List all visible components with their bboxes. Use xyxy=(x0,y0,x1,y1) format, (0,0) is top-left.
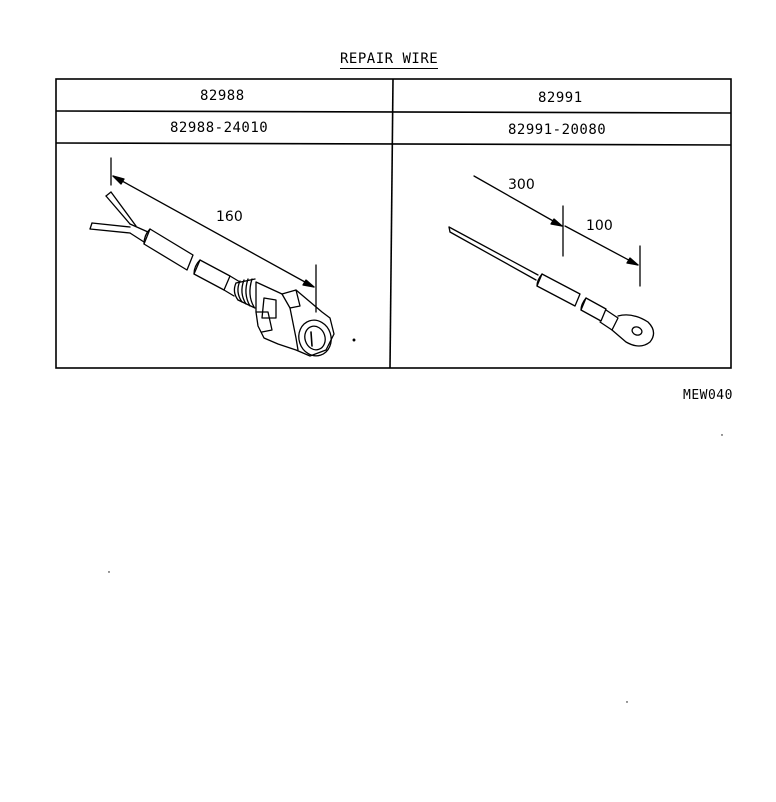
right-part-number: 82991 xyxy=(538,90,583,106)
dimension-300-label: 300 xyxy=(508,177,535,193)
diagram-title: REPAIR WIRE xyxy=(340,51,439,69)
table-frame xyxy=(55,78,732,369)
left-sub-part-number: 82988-24010 xyxy=(170,120,269,136)
dimension-160-label: 160 xyxy=(216,209,243,225)
connector-wire-illustration xyxy=(89,157,356,357)
ring-terminal-wire-illustration xyxy=(448,175,655,347)
reference-code: MEW040 xyxy=(683,388,733,403)
dimension-100-label: 100 xyxy=(586,218,613,234)
left-part-number: 82988 xyxy=(200,88,245,104)
right-sub-part-number: 82991-20080 xyxy=(508,122,607,138)
